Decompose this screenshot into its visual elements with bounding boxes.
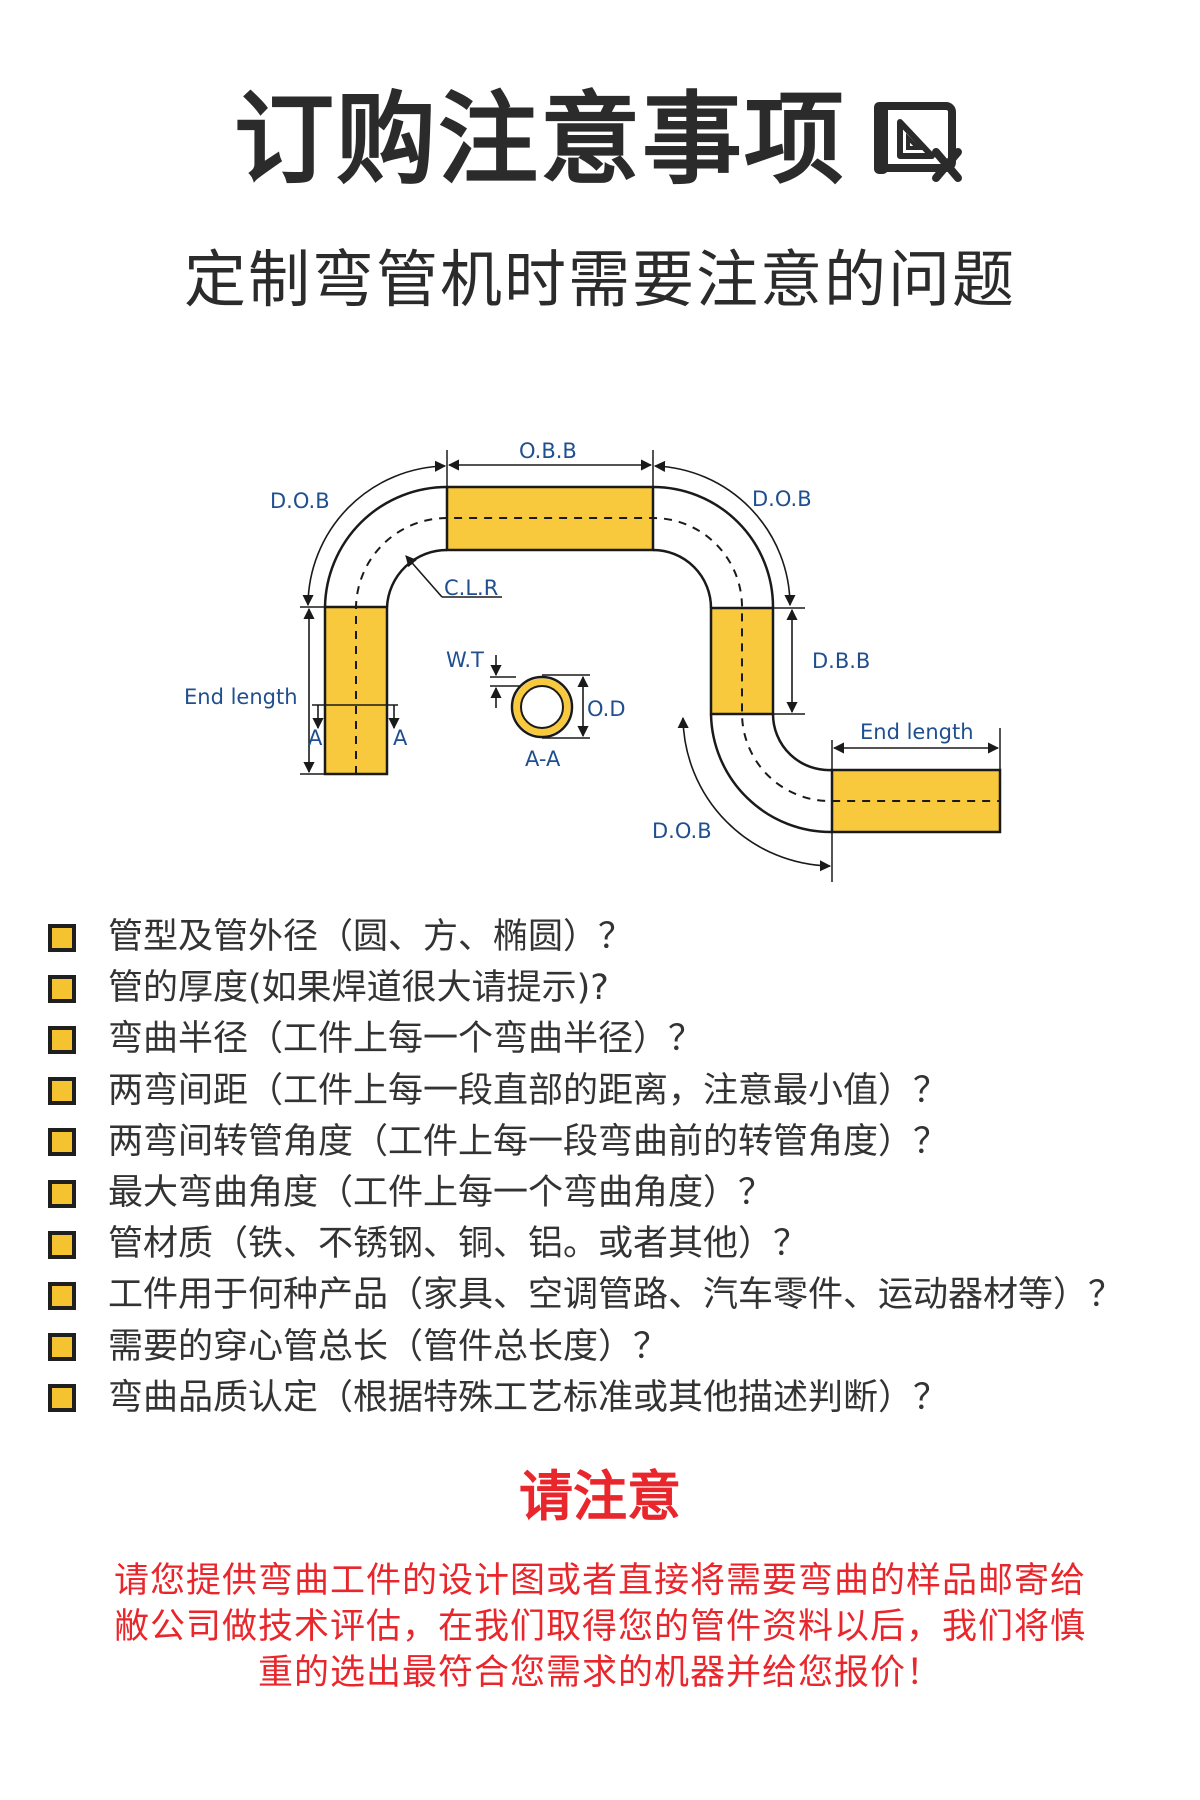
- bullet-square-icon: [48, 1128, 76, 1157]
- extension-lines: [300, 450, 1001, 882]
- list-item-text: 管型及管外径（圆、方、椭圆）？: [108, 917, 634, 958]
- list-item-text: 两弯间距（工件上每一段直部的距离，注意最小值）？: [108, 1070, 949, 1111]
- list-item: 最大弯曲角度（工件上每一个弯曲角度）？: [48, 1168, 1178, 1219]
- requirements-checklist: 管型及管外径（圆、方、椭圆）？ 管的厚度(如果焊道很大请提示)? 弯曲半径（工件…: [48, 912, 1178, 1424]
- bullet-square-icon: [48, 923, 76, 952]
- list-item-text: 最大弯曲角度（工件上每一个弯曲角度）？: [108, 1173, 774, 1214]
- notice-line: 重的选出最符合您需求的机器并给您报价！: [257, 1653, 942, 1693]
- label-aa: A-A: [525, 747, 561, 771]
- page-subtitle: 定制弯管机时需要注意的问题: [183, 243, 1016, 316]
- bullet-square-icon: [48, 1230, 76, 1259]
- list-item-text: 工件用于何种产品（家具、空调管路、汽车零件、运动器材等）？: [108, 1275, 1124, 1316]
- list-item: 弯曲品质认定（根据特殊工艺标准或其他描述判断）？: [48, 1373, 1178, 1424]
- label-dob-left: D.O.B: [270, 489, 330, 513]
- bullet-square-icon: [48, 1179, 76, 1208]
- label-dbb: D.B.B: [812, 649, 870, 673]
- title-row: 订购注意事项: [0, 80, 1200, 200]
- bullet-square-icon: [48, 1077, 76, 1106]
- notice-body: 请您提供弯曲工件的设计图或者直接将需要弯曲的样品邮寄给 敝公司做技术评估，在我们…: [70, 1558, 1130, 1696]
- list-item-text: 弯曲品质认定（根据特殊工艺标准或其他描述判断）？: [108, 1377, 949, 1418]
- dimension-lines: [302, 459, 1000, 872]
- dob-right-arc: [653, 460, 796, 607]
- list-item-text: 管的厚度(如果焊道很大请提示)?: [108, 968, 609, 1009]
- label-dob-right: D.O.B: [752, 487, 812, 511]
- list-item-text: 需要的穿心管总长（管件总长度）？: [108, 1326, 669, 1367]
- label-dob-bottom: D.O.B: [652, 819, 712, 843]
- page-title: 订购注意事项: [234, 81, 846, 198]
- list-item: 两弯间距（工件上每一段直部的距离，注意最小值）？: [48, 1066, 1178, 1117]
- clr-leader: [405, 555, 443, 598]
- label-obb: O.B.B: [519, 439, 577, 463]
- pipe-bend-diagram: O.B.B D.O.B D.O.B C.L.R W.T O.D A-A D.B.…: [184, 439, 1002, 882]
- bullet-square-icon: [48, 974, 76, 1003]
- label-clr: C.L.R: [444, 576, 498, 600]
- bullet-square-icon: [48, 1333, 76, 1362]
- label-end-length-right: End length: [860, 720, 974, 744]
- dob-bottom-arc: [677, 716, 832, 872]
- label-section-a-right: A: [393, 726, 408, 750]
- dob-left-arc: [302, 460, 447, 607]
- list-item: 两弯间转管角度（工件上每一段弯曲前的转管角度）？: [48, 1117, 1178, 1168]
- label-section-a-left: A: [308, 726, 323, 750]
- list-item: 弯曲半径（工件上每一个弯曲半径）？: [48, 1014, 1178, 1065]
- list-item-text: 管材质（铁、不锈钢、铜、铝。或者其他）？: [108, 1224, 809, 1265]
- notice-title: 请注意: [519, 1465, 681, 1528]
- drafting-ruler-icon: [874, 102, 962, 182]
- label-end-length-left: End length: [184, 685, 298, 709]
- list-item: 管型及管外径（圆、方、椭圆）？: [48, 912, 1178, 963]
- label-od: O.D: [587, 697, 626, 721]
- notice-line: 请您提供弯曲工件的设计图或者直接将需要弯曲的样品邮寄给: [113, 1561, 1086, 1601]
- list-item: 工件用于何种产品（家具、空调管路、汽车零件、运动器材等）？: [48, 1270, 1178, 1321]
- bullet-square-icon: [48, 1281, 76, 1310]
- tube-segments: [323, 485, 1002, 834]
- bullet-square-icon: [48, 1384, 76, 1413]
- list-item-text: 两弯间转管角度（工件上每一段弯曲前的转管角度）？: [108, 1121, 949, 1162]
- list-item: 管材质（铁、不锈钢、铜、铝。或者其他）？: [48, 1219, 1178, 1270]
- list-item-text: 弯曲半径（工件上每一个弯曲半径）？: [108, 1019, 704, 1060]
- label-wt: W.T: [446, 648, 484, 672]
- bullet-square-icon: [48, 1025, 76, 1054]
- section-aa-ring: [490, 655, 590, 739]
- list-item: 管的厚度(如果焊道很大请提示)?: [48, 963, 1178, 1014]
- notice-line: 敝公司做技术评估，在我们取得您的管件资料以后，我们将慎: [113, 1607, 1086, 1647]
- list-item: 需要的穿心管总长（管件总长度）？: [48, 1322, 1178, 1373]
